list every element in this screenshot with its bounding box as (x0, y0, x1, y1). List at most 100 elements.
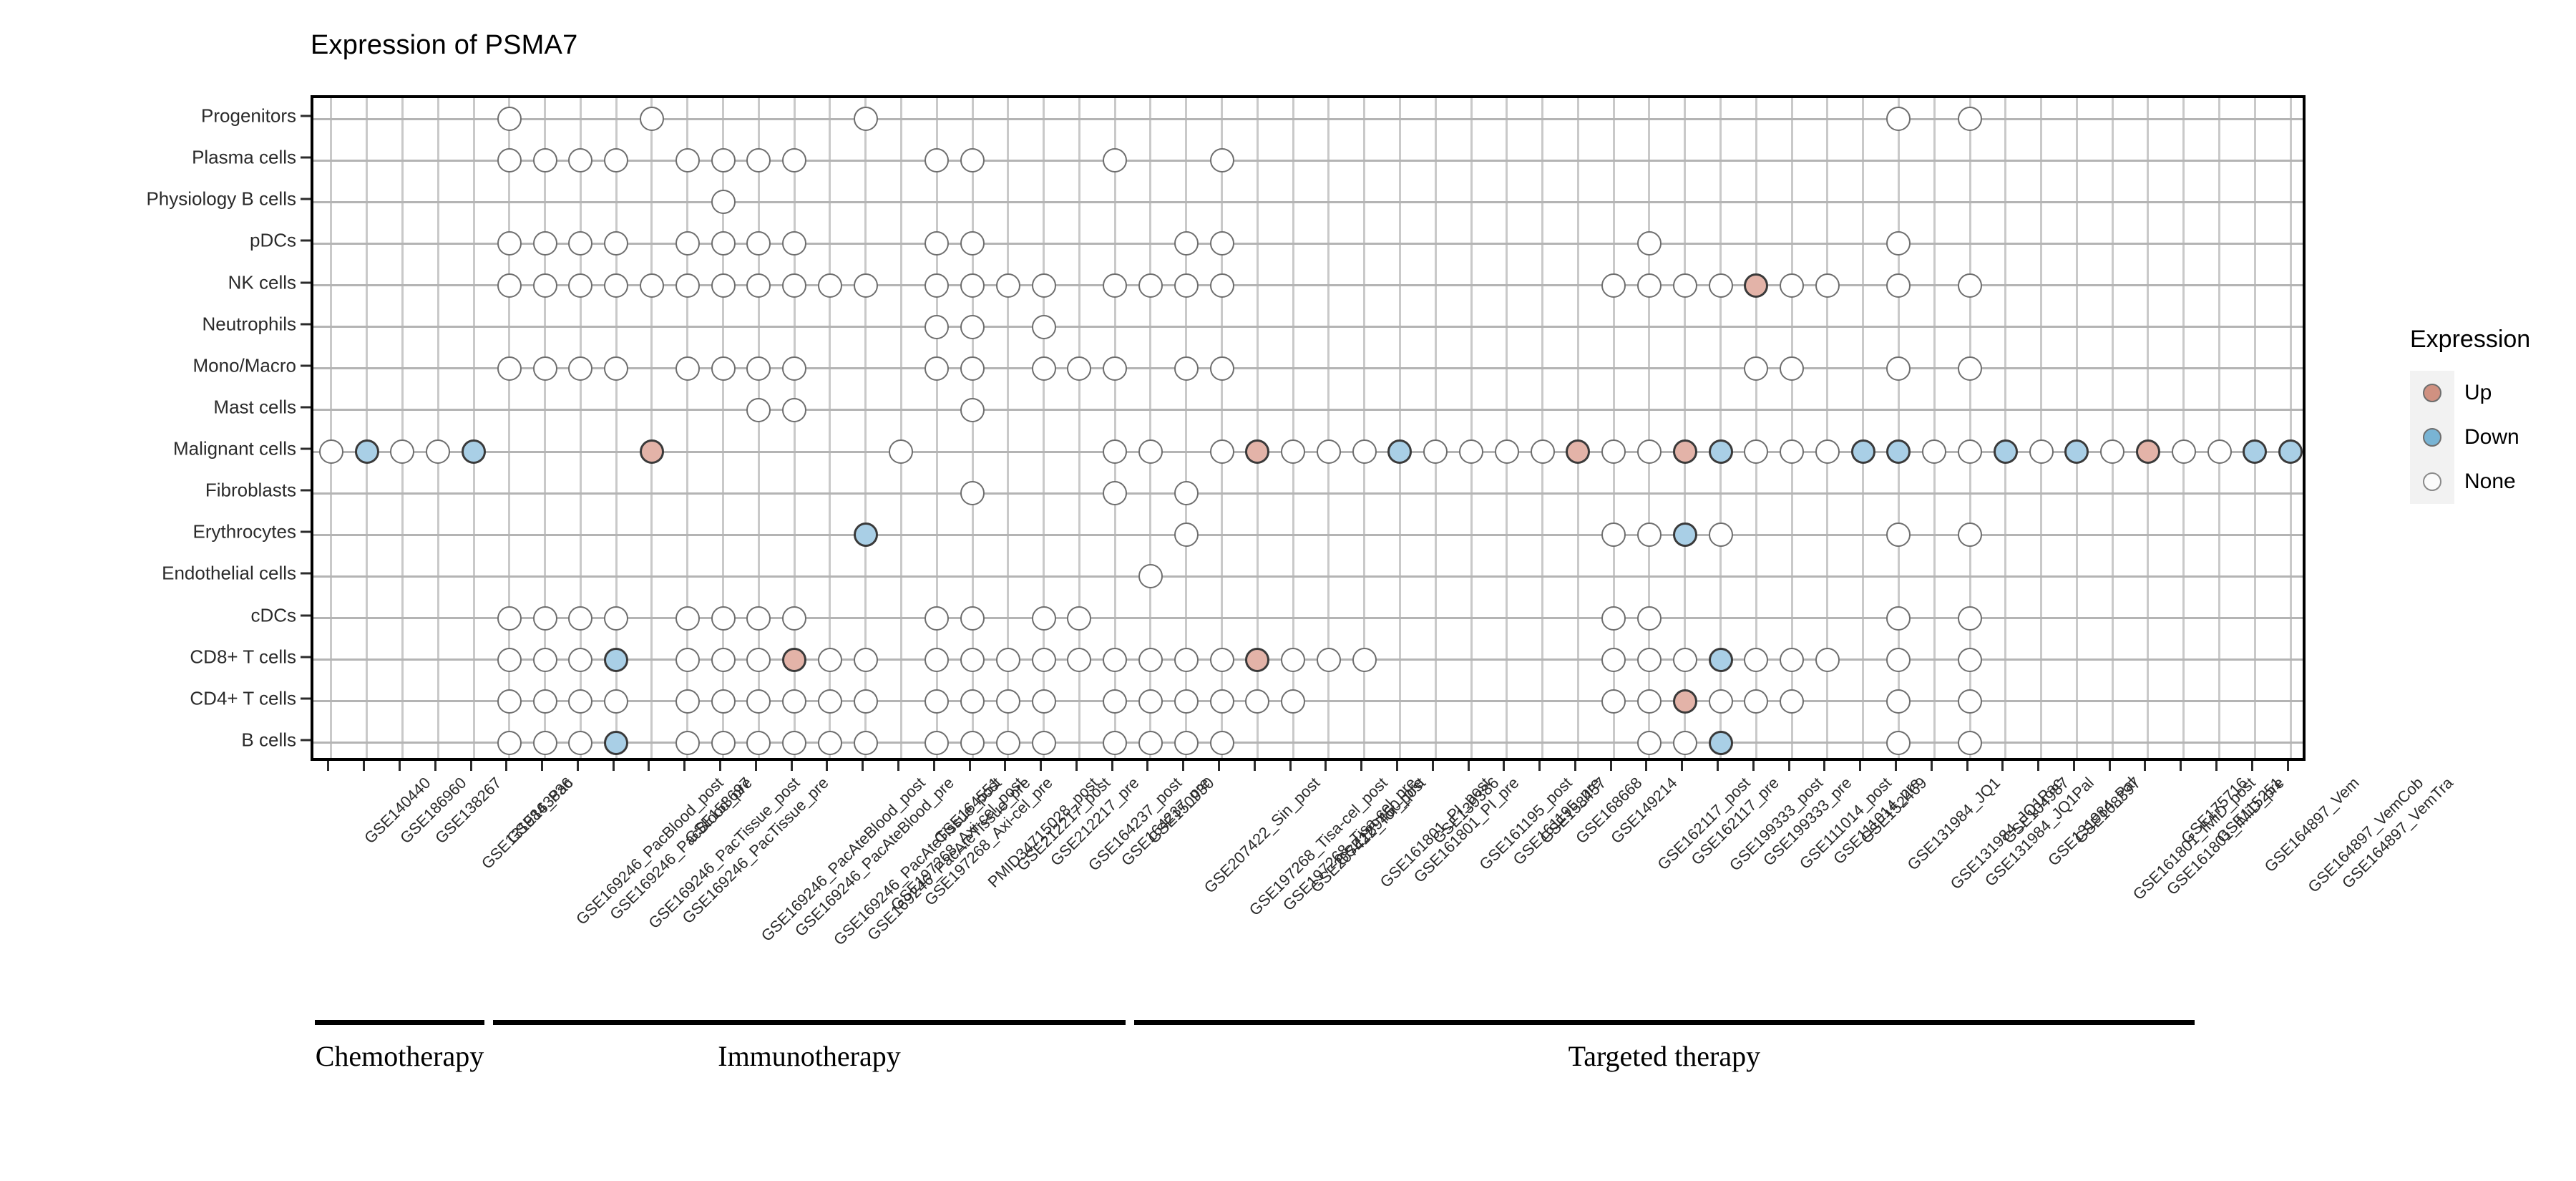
expression-dot[interactable] (497, 606, 522, 631)
expression-dot[interactable] (426, 439, 451, 465)
expression-dot[interactable] (568, 231, 593, 256)
expression-dot[interactable] (1174, 231, 1199, 256)
expression-dot[interactable] (1601, 647, 1626, 672)
expression-dot[interactable] (532, 689, 557, 714)
expression-dot[interactable] (960, 231, 985, 256)
expression-dot[interactable] (711, 273, 736, 298)
expression-dot[interactable] (817, 273, 842, 298)
expression-dot[interactable] (711, 689, 736, 714)
expression-dot[interactable] (1993, 439, 2018, 465)
expression-dot[interactable] (1886, 439, 1911, 465)
expression-dot[interactable] (853, 523, 878, 548)
expression-dot[interactable] (462, 439, 487, 465)
expression-dot[interactable] (1886, 231, 1911, 256)
expression-dot[interactable] (1708, 689, 1733, 714)
expression-dot[interactable] (960, 730, 985, 755)
expression-dot[interactable] (2100, 439, 2125, 465)
expression-dot[interactable] (853, 647, 878, 672)
expression-dot[interactable] (604, 273, 629, 298)
expression-dot[interactable] (1138, 439, 1163, 465)
expression-dot[interactable] (1103, 647, 1128, 672)
expression-dot[interactable] (532, 606, 557, 631)
expression-dot[interactable] (960, 314, 985, 339)
expression-dot[interactable] (960, 397, 985, 422)
expression-dot[interactable] (746, 606, 771, 631)
expression-dot[interactable] (1708, 273, 1733, 298)
expression-dot[interactable] (1281, 647, 1306, 672)
expression-dot[interactable] (1494, 439, 1519, 465)
expression-dot[interactable] (1067, 647, 1092, 672)
expression-dot[interactable] (1780, 439, 1805, 465)
expression-dot[interactable] (497, 231, 522, 256)
expression-dot[interactable] (604, 730, 629, 755)
expression-dot[interactable] (1672, 647, 1697, 672)
expression-dot[interactable] (960, 606, 985, 631)
expression-dot[interactable] (675, 689, 700, 714)
expression-dot[interactable] (960, 273, 985, 298)
expression-dot[interactable] (1886, 523, 1911, 548)
expression-dot[interactable] (1566, 439, 1591, 465)
expression-dot[interactable] (1209, 689, 1234, 714)
expression-dot[interactable] (1103, 148, 1128, 173)
expression-dot[interactable] (1636, 730, 1662, 755)
expression-dot[interactable] (2171, 439, 2196, 465)
expression-dot[interactable] (1174, 689, 1199, 714)
expression-dot[interactable] (1387, 439, 1413, 465)
expression-dot[interactable] (853, 107, 878, 132)
expression-dot[interactable] (1601, 439, 1626, 465)
expression-dot[interactable] (924, 273, 950, 298)
expression-dot[interactable] (1103, 273, 1128, 298)
expression-dot[interactable] (1780, 273, 1805, 298)
expression-dot[interactable] (1245, 689, 1270, 714)
expression-dot[interactable] (995, 689, 1020, 714)
expression-dot[interactable] (1174, 273, 1199, 298)
expression-dot[interactable] (1174, 481, 1199, 506)
expression-dot[interactable] (960, 148, 985, 173)
expression-dot[interactable] (782, 231, 807, 256)
expression-dot[interactable] (1031, 647, 1056, 672)
expression-dot[interactable] (746, 730, 771, 755)
expression-dot[interactable] (711, 190, 736, 215)
expression-dot[interactable] (889, 439, 914, 465)
expression-dot[interactable] (782, 647, 807, 672)
expression-dot[interactable] (995, 730, 1020, 755)
expression-dot[interactable] (1601, 523, 1626, 548)
expression-dot[interactable] (711, 730, 736, 755)
expression-dot[interactable] (639, 107, 664, 132)
expression-dot[interactable] (1530, 439, 1555, 465)
expression-dot[interactable] (995, 273, 1020, 298)
expression-dot[interactable] (1886, 647, 1911, 672)
expression-dot[interactable] (1459, 439, 1484, 465)
expression-dot[interactable] (1958, 647, 1983, 672)
expression-dot[interactable] (497, 107, 522, 132)
expression-dot[interactable] (568, 606, 593, 631)
expression-dot[interactable] (1174, 523, 1199, 548)
expression-dot[interactable] (782, 356, 807, 381)
expression-dot[interactable] (604, 231, 629, 256)
expression-dot[interactable] (2207, 439, 2232, 465)
expression-dot[interactable] (1708, 523, 1733, 548)
expression-dot[interactable] (1174, 647, 1199, 672)
expression-dot[interactable] (497, 689, 522, 714)
legend-item[interactable]: Down (2410, 415, 2530, 460)
expression-dot[interactable] (1636, 523, 1662, 548)
expression-dot[interactable] (853, 730, 878, 755)
expression-dot[interactable] (1352, 439, 1377, 465)
expression-dot[interactable] (1708, 647, 1733, 672)
expression-dot[interactable] (532, 273, 557, 298)
expression-dot[interactable] (1958, 606, 1983, 631)
expression-dot[interactable] (782, 606, 807, 631)
expression-dot[interactable] (924, 231, 950, 256)
expression-dot[interactable] (675, 647, 700, 672)
expression-dot[interactable] (1103, 356, 1128, 381)
expression-dot[interactable] (1708, 439, 1733, 465)
expression-dot[interactable] (604, 689, 629, 714)
expression-dot[interactable] (1031, 314, 1056, 339)
expression-dot[interactable] (995, 647, 1020, 672)
expression-dot[interactable] (497, 730, 522, 755)
expression-dot[interactable] (1850, 439, 1875, 465)
expression-dot[interactable] (924, 730, 950, 755)
expression-dot[interactable] (2243, 439, 2268, 465)
expression-dot[interactable] (532, 231, 557, 256)
legend-item[interactable]: Up (2410, 371, 2530, 415)
